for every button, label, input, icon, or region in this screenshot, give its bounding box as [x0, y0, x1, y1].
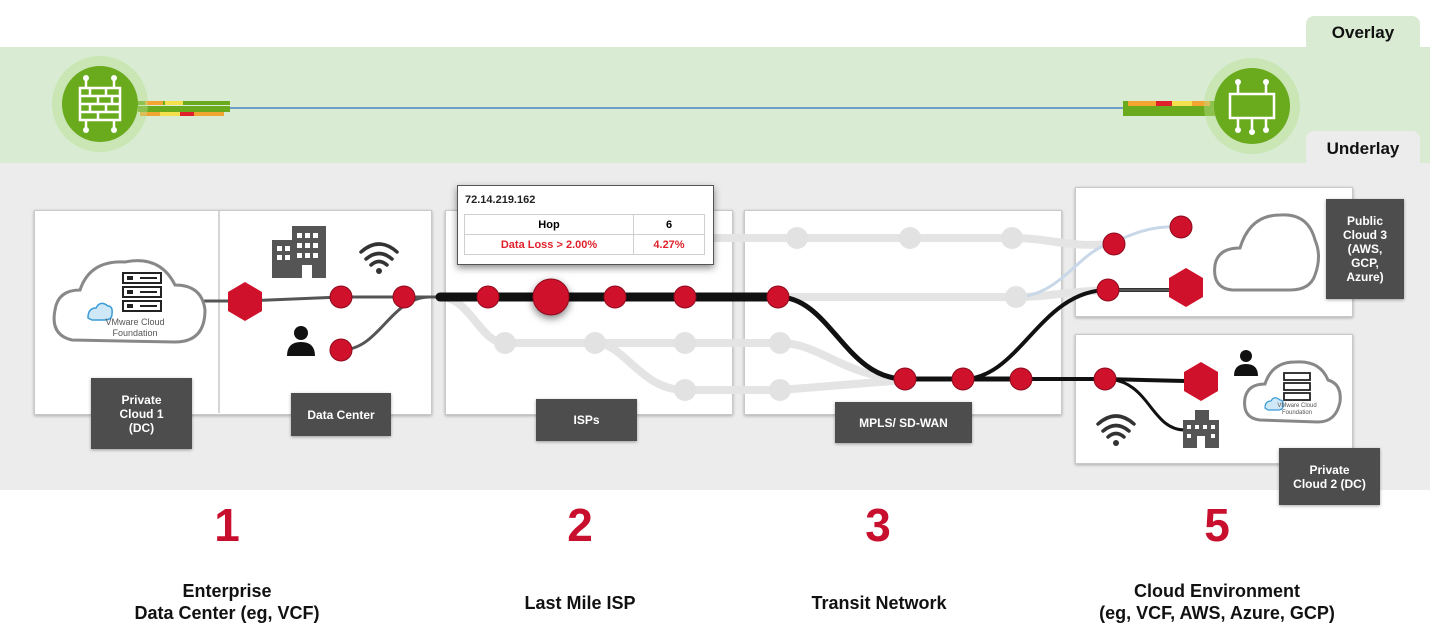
hop-tooltip: 72.14.219.162 Hop 6 Data Loss > 2.00% 4.… [457, 185, 714, 265]
label-data-center: Data Center [291, 393, 391, 436]
stage-title-5: Cloud Environment (eg, VCF, AWS, Azure, … [1099, 581, 1335, 623]
tooltip-row-hop: Hop 6 [464, 214, 705, 235]
server-leds [127, 276, 157, 308]
tooltip-row-data-loss: Data Loss > 2.00% 4.27% [464, 234, 705, 255]
wifi-dot [376, 268, 382, 274]
tooltip-table: Hop 6 Data Loss > 2.00% 4.27% [464, 214, 705, 255]
vmware-text-line2: Foundation [1281, 410, 1313, 416]
label-isps: ISPs [536, 399, 637, 441]
firewall-icon [52, 56, 148, 152]
vmware-logo-icon [1264, 397, 1284, 411]
label-public-cloud-3: Public Cloud 3 (AWS, GCP, Azure) [1326, 199, 1404, 299]
overlay-left-segments [138, 101, 230, 116]
stage-number-2: 2 [567, 499, 593, 551]
wifi-dot [1113, 440, 1119, 446]
vmware-text-line1: VMware Cloud [1277, 403, 1317, 409]
tooltip-ip: 72.14.219.162 [465, 194, 536, 206]
label-private-cloud-2: Private Cloud 2 (DC) [1279, 448, 1380, 505]
stage-number-5: 5 [1204, 499, 1230, 551]
building-icon [272, 226, 326, 278]
public-cloud-faint-link [1014, 242, 1111, 299]
building-icon [1183, 410, 1219, 448]
stage-number-1: 1 [214, 499, 240, 551]
vmware-text-line2: Foundation [112, 328, 158, 338]
stage-title-1: Enterprise Data Center (eg, VCF) [134, 581, 320, 623]
vmware-logo-icon [87, 302, 113, 321]
vmware-text-small: VMware Cloud Foundation [1262, 403, 1332, 417]
underlay-tab[interactable]: Underlay [1306, 131, 1420, 163]
wifi-icon [1096, 414, 1136, 439]
user-icon [1234, 350, 1258, 376]
tooltip-metric: Hop [464, 214, 634, 235]
tooltip-metric: Data Loss > 2.00% [464, 234, 634, 255]
overlay-tab[interactable]: Overlay [1306, 16, 1420, 47]
stage-number-3: 3 [865, 499, 891, 551]
label-private-cloud-1: Private Cloud 1 (DC) [91, 378, 192, 449]
stage-title-2: Last Mile ISP [524, 593, 636, 613]
user-icon [287, 326, 315, 356]
stage-title-3: Transit Network [811, 593, 947, 613]
inactive-nodes [494, 227, 1027, 401]
tooltip-value: 4.27% [633, 234, 705, 255]
cloud-icon [1213, 213, 1320, 292]
hexagon-endpoints [228, 268, 1218, 401]
selected-hop-node [532, 278, 570, 316]
server-stack-icon [1283, 372, 1311, 401]
edge-router-icon [1204, 58, 1300, 154]
overlay-right-segments [1123, 101, 1215, 116]
hop-nodes [329, 215, 1193, 391]
tooltip-value: 6 [633, 214, 705, 235]
vmware-text-line1: VMware Cloud [105, 317, 165, 327]
vmware-text: VMware Cloud Foundation [85, 317, 185, 339]
wifi-icon [359, 242, 399, 267]
label-mpls: MPLS/ SD-WAN [835, 402, 972, 443]
